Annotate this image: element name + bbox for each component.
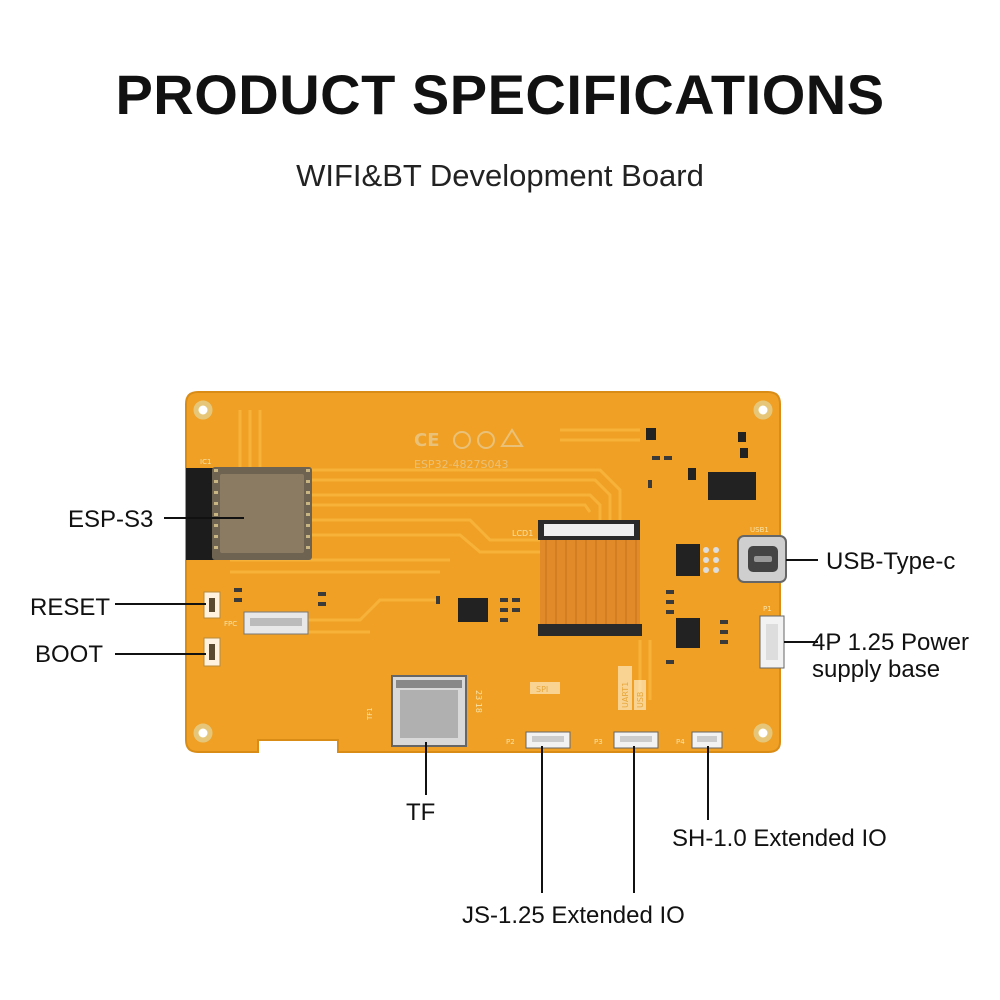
p4-connector [691, 731, 723, 749]
ic-chips [458, 428, 756, 648]
sh-extended-io-callout: SH-1.0 Extended IO [672, 825, 887, 852]
boot-callout: BOOT [35, 641, 104, 668]
power-callout-line2: supply base [812, 656, 941, 683]
uart-silk: UART1 [621, 682, 630, 708]
esp-module [212, 467, 312, 560]
page-subtitle: WIFI&BT Development Board [296, 158, 704, 193]
ic1-silk: IC1 [200, 458, 211, 466]
p2-silk: P2 [506, 738, 515, 746]
usb-c-port [737, 535, 787, 583]
reset-button-component [203, 591, 221, 619]
pcb-board [185, 391, 781, 753]
page-title: PRODUCT SPECIFICATIONS [115, 63, 885, 126]
js-extended-io-callout: JS-1.25 Extended IO [462, 902, 685, 929]
p1-silk: P1 [763, 605, 772, 613]
power-connector [759, 615, 785, 669]
fpc-connector [243, 611, 309, 635]
tf-silk: TF1 [366, 707, 374, 721]
p4-silk: P4 [676, 738, 685, 746]
esp-s3-callout: ESP-S3 [68, 506, 154, 533]
svg-text:CE: CE [414, 430, 440, 451]
tf-callout: TF [406, 799, 436, 826]
usb-type-c-callout: USB-Type-c [826, 548, 956, 575]
usb-tab-silk: USB [636, 692, 645, 708]
reset-callout: RESET [30, 594, 111, 621]
lcd-silk: LCD1 [512, 529, 533, 538]
board-model-label: ESP32-4827S043 [414, 458, 509, 471]
fpc-silk: FPC [224, 620, 237, 628]
passive-components [234, 456, 728, 664]
p3-connector [613, 731, 659, 749]
certification-marks-icon: CE [414, 428, 524, 451]
date-silk: 23 18 [474, 690, 483, 713]
lcd-ribbon-cable [538, 520, 642, 636]
power-callout-line1: 4P 1.25 Power [812, 629, 969, 656]
tf-card-slot [391, 675, 467, 747]
spi-silk: SPI [536, 685, 548, 694]
boot-button-component [203, 637, 221, 667]
usb-silk: USB1 [750, 526, 769, 534]
callout-lines [115, 517, 818, 893]
p2-connector [525, 731, 571, 749]
p3-silk: P3 [594, 738, 603, 746]
